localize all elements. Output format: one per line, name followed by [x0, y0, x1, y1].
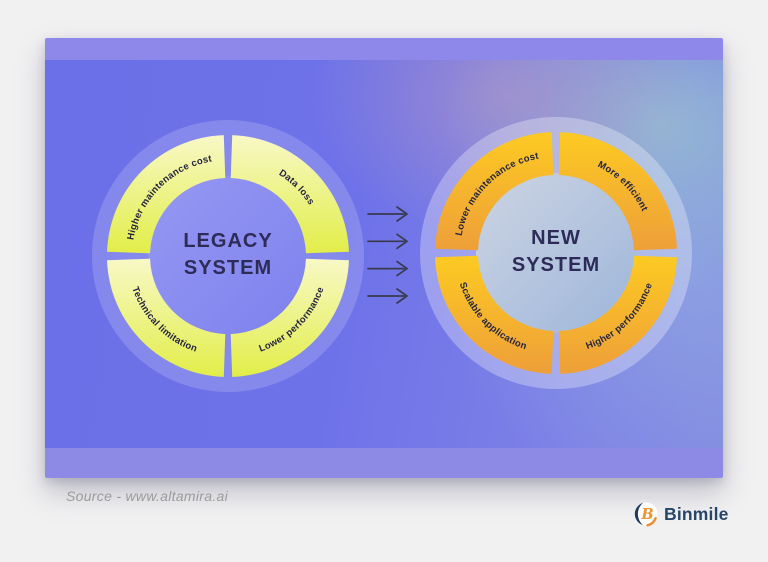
- new-segment-bottom-right: [558, 255, 677, 374]
- new-segment-bottom-left: [435, 255, 554, 374]
- legacy-ring-inner-circle: [148, 176, 308, 336]
- new-ring-inner-circle: [476, 173, 636, 333]
- svg-text:B: B: [640, 506, 653, 523]
- new-system-title: NEW SYSTEM: [511, 227, 601, 276]
- transition-arrows: [367, 206, 408, 304]
- arrow-right-icon: [367, 206, 408, 222]
- binmile-logo-text: Binmile: [664, 503, 729, 524]
- new-system-ring: Lower maintenance cost More efficient Sc…: [420, 117, 692, 389]
- new-segment-top-right: [558, 132, 677, 251]
- legacy-system-ring: Higher maintenance cost Data loss Techni…: [92, 120, 364, 392]
- binmile-logo-icon: B: [634, 502, 658, 527]
- legacy-segment-top-left: [107, 135, 226, 254]
- arrow-right-icon: [367, 260, 408, 277]
- card-top-strip: [45, 38, 723, 60]
- arrow-right-icon: [367, 288, 408, 304]
- legacy-system-title: LEGACY SYSTEM: [183, 230, 273, 279]
- infographic-card: Higher maintenance cost Data loss Techni…: [45, 38, 723, 478]
- legacy-segment-bottom-left: [107, 258, 226, 377]
- arrow-right-icon: [367, 233, 408, 250]
- binmile-logo: B Binmile: [633, 501, 729, 527]
- legacy-segment-top-right: [230, 135, 349, 254]
- card-bottom-strip: [45, 448, 723, 478]
- source-caption: Source - www.altamira.ai: [66, 488, 229, 504]
- new-segment-top-left: [435, 132, 554, 251]
- legacy-segment-bottom-right: [230, 258, 349, 377]
